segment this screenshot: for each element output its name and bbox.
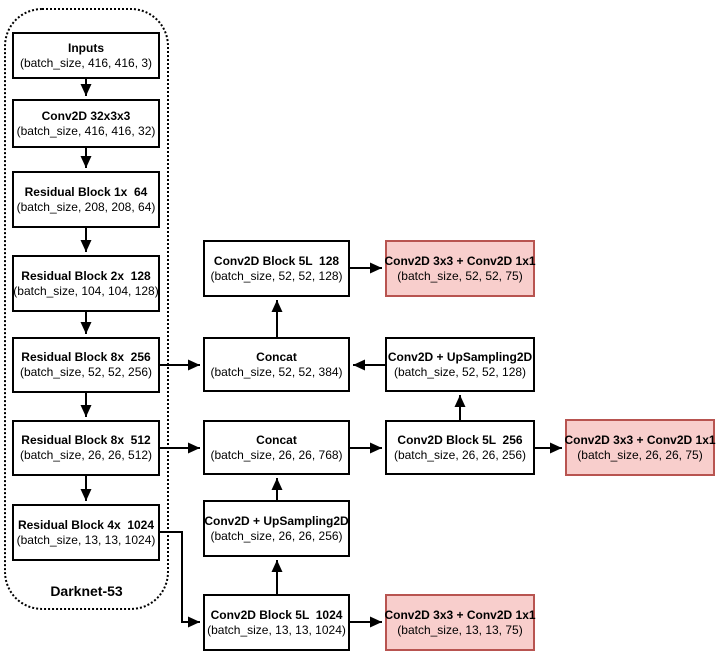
node-shape: (batch_size, 104, 104, 128) bbox=[13, 283, 159, 298]
node-residual-1x-64: Residual Block 1x 64 (batch_size, 208, 2… bbox=[12, 171, 160, 228]
node-title: Concat bbox=[256, 349, 297, 364]
node-residual-2x-128: Residual Block 2x 128 (batch_size, 104, … bbox=[12, 255, 160, 312]
node-title: Conv2D + UpSampling2D bbox=[387, 349, 533, 364]
node-detection-head-52: Conv2D 3x3 + Conv2D 1x1 (batch_size, 52,… bbox=[384, 240, 536, 297]
node-title: Residual Block 4x 1024 bbox=[17, 517, 155, 532]
node-shape: (batch_size, 26, 26, 512) bbox=[19, 448, 153, 462]
node-residual-4x-1024: Residual Block 4x 1024 (batch_size, 13, … bbox=[12, 504, 160, 561]
node-shape: (batch_size, 26, 26, 256) bbox=[393, 447, 527, 462]
node-title: Conv2D + UpSampling2D bbox=[204, 513, 349, 528]
node-shape: (batch_size, 52, 52, 128) bbox=[210, 268, 343, 283]
node-title: Residual Block 8x 512 bbox=[21, 433, 151, 447]
node-shape: (batch_size, 52, 52, 128) bbox=[393, 364, 527, 379]
node-detection-head-13: Conv2D 3x3 + Conv2D 1x1 (batch_size, 13,… bbox=[384, 594, 536, 651]
node-residual-8x-512: Residual Block 8x 512 (batch_size, 26, 2… bbox=[12, 420, 160, 476]
node-title: Residual Block 2x 128 bbox=[21, 268, 151, 283]
node-shape: (batch_size, 13, 13, 1024) bbox=[16, 532, 156, 547]
node-conv2d-upsampling2d-52: Conv2D + UpSampling2D (batch_size, 52, 5… bbox=[385, 337, 535, 392]
node-shape: (batch_size, 13, 13, 1024) bbox=[207, 622, 346, 637]
node-conv2d-block-5l-256: Conv2D Block 5L 256 (batch_size, 26, 26,… bbox=[385, 420, 535, 475]
node-shape: (batch_size, 416, 416, 3) bbox=[19, 55, 153, 70]
node-title: Concat bbox=[256, 432, 297, 447]
node-title: Conv2D 3x3 + Conv2D 1x1 bbox=[384, 253, 536, 268]
node-shape: (batch_size, 26, 26, 768) bbox=[210, 447, 343, 462]
node-shape: (batch_size, 26, 26, 256) bbox=[210, 528, 343, 543]
node-title: Residual Block 1x 64 bbox=[24, 184, 148, 199]
node-shape: (batch_size, 52, 52, 384) bbox=[210, 364, 343, 379]
node-residual-8x-256: Residual Block 8x 256 (batch_size, 52, 5… bbox=[12, 337, 160, 393]
node-title: Conv2D 32x3x3 bbox=[41, 108, 131, 123]
node-conv2d-32: Conv2D 32x3x3 (batch_size, 416, 416, 32) bbox=[12, 99, 160, 148]
node-shape: (batch_size, 416, 416, 32) bbox=[16, 123, 156, 138]
node-title: Conv2D 3x3 + Conv2D 1x1 bbox=[564, 432, 716, 447]
node-shape: (batch_size, 52, 52, 256) bbox=[19, 365, 153, 379]
node-shape: (batch_size, 13, 13, 75) bbox=[397, 622, 523, 637]
node-conv2d-upsampling2d-26: Conv2D + UpSampling2D (batch_size, 26, 2… bbox=[203, 500, 350, 557]
node-shape: (batch_size, 26, 26, 75) bbox=[577, 447, 703, 462]
node-title: Inputs bbox=[68, 40, 104, 55]
node-title: Conv2D Block 5L 256 bbox=[397, 432, 523, 447]
node-shape: (batch_size, 52, 52, 75) bbox=[397, 268, 523, 283]
node-title: Conv2D 3x3 + Conv2D 1x1 bbox=[384, 607, 536, 622]
node-title: Conv2D Block 5L 128 bbox=[213, 253, 340, 268]
node-title: Residual Block 8x 256 bbox=[21, 350, 151, 364]
darknet53-container-frame bbox=[4, 8, 169, 610]
darknet53-label: Darknet-53 bbox=[50, 583, 123, 599]
node-detection-head-26: Conv2D 3x3 + Conv2D 1x1 (batch_size, 26,… bbox=[564, 419, 716, 476]
node-shape: (batch_size, 208, 208, 64) bbox=[16, 199, 156, 214]
node-title: Conv2D Block 5L 1024 bbox=[210, 607, 343, 622]
node-concat-26: Concat (batch_size, 26, 26, 768) bbox=[203, 420, 350, 475]
arrow-res4-to-conv5l1024 bbox=[160, 531, 200, 628]
node-conv2d-block-5l-128: Conv2D Block 5L 128 (batch_size, 52, 52,… bbox=[203, 240, 350, 297]
node-inputs: Inputs (batch_size, 416, 416, 3) bbox=[12, 32, 160, 79]
node-conv2d-block-5l-1024: Conv2D Block 5L 1024 (batch_size, 13, 13… bbox=[203, 594, 350, 651]
node-concat-52: Concat (batch_size, 52, 52, 384) bbox=[203, 337, 350, 392]
